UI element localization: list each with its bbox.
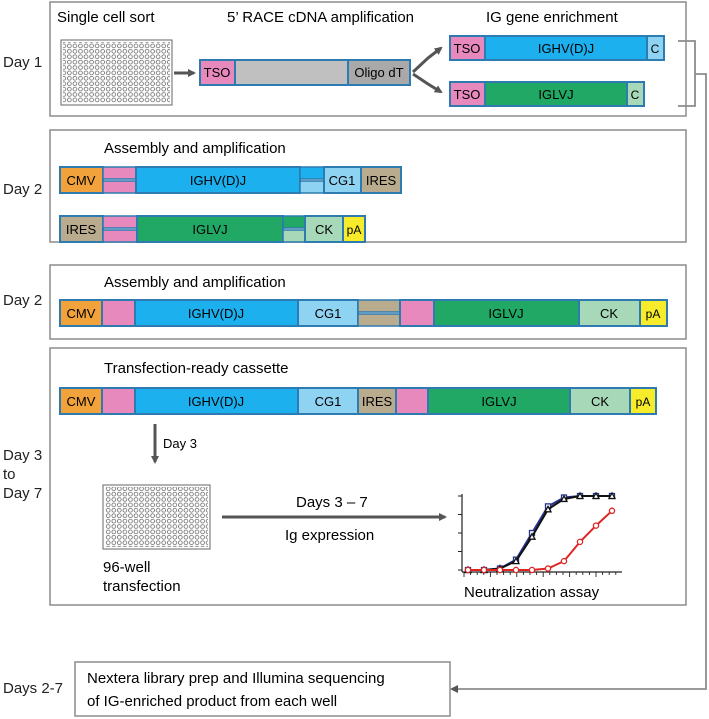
series-2-point-4 [528, 566, 536, 574]
chart-series [463, 491, 617, 574]
enrich-arrows [411, 46, 443, 94]
series-1-point-5 [543, 504, 553, 513]
light-assembly-fragment: IRES IGLVJ CK pA [59, 215, 366, 243]
sequencing-line-2: of IG-enriched product from each well [87, 693, 337, 710]
series-2-point-0 [464, 566, 472, 574]
light-tso-text: TSO [454, 87, 481, 102]
expression-label-1: Days 3 – 7 [296, 494, 368, 511]
series-1-point-9 [607, 491, 617, 500]
p4-cmv-text: CMV [67, 394, 96, 409]
p2-ck-text: CK [315, 222, 333, 237]
p2-ires-b-text: IRES [66, 222, 97, 237]
sequencing-feedback-arrow [450, 73, 707, 693]
tso-text: TSO [204, 65, 231, 80]
p3-cg1-text: CG1 [315, 306, 342, 321]
p3-pa-text: pA [646, 307, 661, 321]
transfection-cassette: CMV IGHV(D)J CG1 IRES IGLVJ CK pA [59, 387, 657, 415]
heavy-assembly-fragment: CMV IGHV(D)J CG1 IRES [59, 166, 402, 194]
chart-y-ticks [458, 495, 462, 571]
heavy-v-text: IGHV(D)J [538, 41, 594, 56]
p2-cmv-text: CMV [67, 173, 96, 188]
expression-label-2: Ig expression [285, 527, 374, 544]
series-2-point-6 [560, 557, 568, 565]
series-2-point-3 [512, 566, 520, 574]
day3-label-2: to [3, 466, 16, 483]
p2-ires-a-text: IRES [366, 173, 397, 188]
sequencing-box [74, 661, 451, 717]
series-line-2 [468, 510, 613, 571]
series-1-point-3 [511, 556, 521, 565]
race-label: 5’ RACE cDNA amplification [227, 9, 414, 26]
series-1-point-4 [527, 532, 537, 540]
p2-light-text: IGLVJ [192, 222, 227, 237]
series-1-point-6 [559, 494, 569, 503]
p4-light-text: IGLVJ [481, 394, 516, 409]
p4-ck-text: CK [591, 394, 609, 409]
assembled-fragments: CMV IGHV(D)J CG1 IGLVJ CK pA [59, 299, 668, 327]
panel4-title: Transfection-ready cassette [104, 360, 289, 377]
cdna-segment [234, 59, 349, 86]
day3-label-3: Day 7 [3, 485, 42, 502]
sequencing-line-1: Nextera library prep and Illumina sequen… [87, 670, 385, 687]
panel3-title: Assembly and amplification [104, 274, 286, 291]
p4-ires-text: IRES [362, 394, 393, 409]
plate-label-2: transfection [103, 578, 181, 595]
p3-light-text: IGLVJ [488, 306, 523, 321]
day2a-label: Day 2 [3, 181, 42, 198]
enrich-label: IG gene enrichment [486, 9, 619, 26]
series-2-point-9 [608, 507, 616, 515]
sort-label: Single cell sort [57, 9, 155, 26]
series-1-point-7 [575, 491, 585, 500]
day2b-label: Day 2 [3, 292, 42, 309]
heavy-c-text: C [651, 42, 660, 56]
heavy-tso-text: TSO [454, 41, 481, 56]
day1-label: Day 1 [3, 54, 42, 71]
series-2-point-5 [544, 565, 552, 572]
race-cdna-construct: TSO Oligo dT [199, 59, 411, 86]
p4-pa-text: pA [636, 395, 651, 409]
p3-ck-text: CK [600, 306, 618, 321]
light-v-text: IGLVJ [538, 87, 573, 102]
oligo-text: Oligo dT [354, 65, 403, 80]
panel2-title: Assembly and amplification [104, 140, 286, 157]
series-2-point-1 [480, 566, 488, 574]
neutralization-chart [458, 491, 622, 577]
p3-cmv-text: CMV [67, 306, 96, 321]
p2-cg1-text: CG1 [329, 173, 356, 188]
p4-heavy-text: IGHV(D)J [188, 394, 244, 409]
light-amplicon: TSO IGLVJ C [449, 81, 645, 107]
p3-heavy-text: IGHV(D)J [188, 306, 244, 321]
series-2-point-8 [592, 522, 600, 529]
day27-label: Days 2-7 [3, 680, 63, 697]
tso-segment [199, 59, 236, 86]
plate-label-1: 96-well [103, 559, 151, 576]
transfection-plate-icon [102, 484, 211, 550]
oligo-dt-segment [347, 59, 411, 86]
heavy-amplicon: TSO IGHV(D)J C [449, 35, 665, 61]
day3-label-1: Day 3 [3, 447, 42, 464]
series-1-point-8 [591, 491, 601, 500]
light-c-text: C [631, 88, 640, 102]
day3-arrow-label: Day 3 [163, 436, 197, 451]
p2-heavy-text: IGHV(D)J [190, 173, 246, 188]
series-2-point-2 [496, 566, 504, 574]
chart-x-ticks [463, 572, 617, 577]
p2-pa-text: pA [347, 223, 362, 237]
assay-label: Neutralization assay [464, 584, 600, 601]
sort-plate-icon [60, 39, 173, 106]
p4-cg1-text: CG1 [315, 394, 342, 409]
series-2-point-7 [576, 538, 584, 546]
